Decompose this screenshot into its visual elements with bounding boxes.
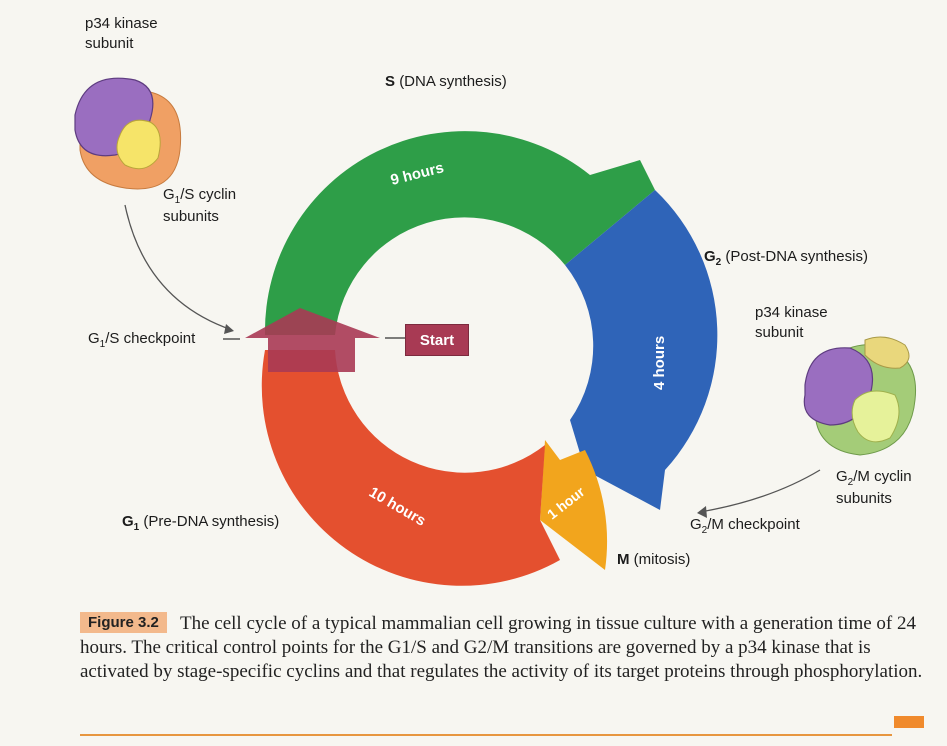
figure-label: Figure 3.2 [80, 612, 167, 633]
g1-phase-arc [261, 350, 560, 586]
g1s-checkpoint-arrow [245, 308, 380, 372]
g1-phase-label: G1 (Pre-DNA synthesis) [122, 513, 280, 533]
top-cyclin-label: G1/S cyclin subunits [163, 186, 237, 225]
g2-phase-label: G2 (Post-DNA synthesis) [704, 248, 868, 268]
g2m-checkpoint-pointer [699, 469, 821, 513]
s-phase-arc [264, 131, 655, 335]
footer-block [894, 716, 924, 728]
g1s-checkpoint-pointer [124, 204, 233, 331]
figure-caption: The cell cycle of a typical mammalian ce… [80, 612, 930, 684]
m-phase-label: M (mitosis) [617, 551, 691, 568]
right-kinase-label: p34 kinase subunit [755, 304, 828, 341]
caption-text: The cell cycle of a typical mammalian ce… [80, 613, 923, 682]
start-label: Start [405, 324, 469, 356]
g2m-cyclin-kinase-complex [803, 336, 917, 456]
g1s-checkpoint-label: G1/S checkpoint [88, 330, 196, 350]
s-phase-label: S (DNA synthesis) [385, 73, 507, 90]
g1s-cyclin-kinase-complex [74, 77, 182, 190]
g2m-checkpoint-label: G2/M checkpoint [690, 516, 800, 536]
g2-duration-label: 4 hours [651, 336, 668, 390]
g2-phase-arc [565, 190, 718, 510]
m-phase-arc [540, 440, 608, 570]
footer-rule [80, 734, 892, 736]
right-cyclin-label: G2/M cyclin subunits [836, 468, 912, 507]
cell-cycle-diagram: 9 hours 4 hours 1 hour 10 hours [74, 77, 917, 586]
top-kinase-label: p34 kinase subunit [85, 15, 158, 52]
